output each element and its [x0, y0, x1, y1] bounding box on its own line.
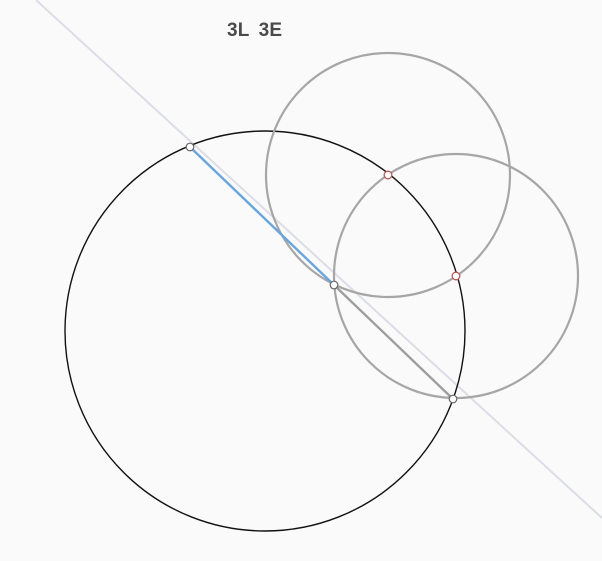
move-counter: 3L 3E [227, 20, 282, 42]
segment-highlight [189, 146, 335, 286]
given-circle [64, 130, 466, 532]
segment-gray [333, 284, 454, 400]
elementary-count: 3E [258, 20, 283, 41]
point-center[interactable] [329, 280, 339, 290]
intersection-point-right[interactable] [451, 271, 461, 281]
point-upper-left[interactable] [185, 142, 195, 152]
construction-circle-upper [264, 51, 512, 299]
intersection-point-top[interactable] [383, 170, 393, 180]
lines-count: 3L [227, 20, 250, 41]
guide-line [35, 0, 602, 519]
point-lower-right[interactable] [448, 394, 458, 404]
